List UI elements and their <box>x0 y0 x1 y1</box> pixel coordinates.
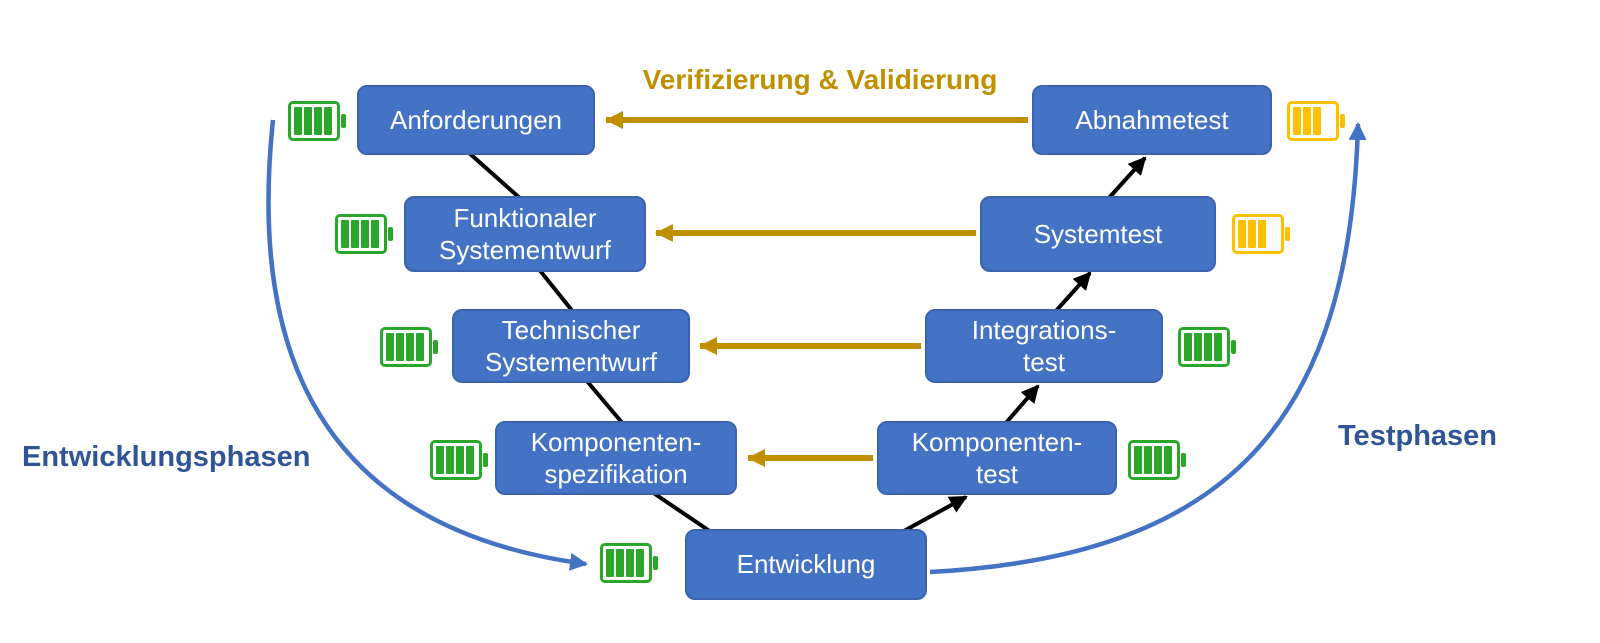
battery-bar <box>1144 446 1152 474</box>
battery-bar <box>1154 446 1162 474</box>
battery-bar <box>396 333 404 361</box>
battery-full-icon <box>1178 327 1230 367</box>
battery-bar <box>416 333 424 361</box>
battery-full-icon <box>1128 440 1180 480</box>
testphasen-curve-arrow <box>929 122 1367 575</box>
battery-bar <box>616 549 624 577</box>
entwicklungsphasen-label: Entwicklungsphasen <box>22 441 311 473</box>
arrow-systemtest-to-abnahmetest <box>1106 156 1147 201</box>
test-flow-arrows <box>901 156 1147 534</box>
testphasen-label: Testphasen <box>1338 420 1498 452</box>
arrow-komponententest-to-integrationstest <box>1003 384 1040 426</box>
battery-bar <box>1238 220 1246 248</box>
arrow-entwicklung-to-komponententest <box>901 495 968 534</box>
node-systemtest: Systemtest <box>980 196 1216 272</box>
node-funktionaler-systementwurf: Funktionaler Systementwurf <box>404 196 646 272</box>
battery-partial-icon <box>1232 214 1284 254</box>
battery-bar <box>314 107 322 135</box>
battery-bar <box>371 220 379 248</box>
battery-bar <box>436 446 444 474</box>
node-anforderungen: Anforderungen <box>357 85 595 155</box>
battery-bar <box>1248 220 1256 248</box>
phase-curves <box>266 119 1367 575</box>
battery-bar <box>1214 333 1222 361</box>
arrow-integrationstest-to-systemtest <box>1053 271 1092 314</box>
battery-bar <box>1184 333 1192 361</box>
verification-validation-title: Verifizierung & Validierung <box>642 64 998 95</box>
battery-bar <box>606 549 614 577</box>
battery-bar <box>1134 446 1142 474</box>
battery-full-icon <box>430 440 482 480</box>
battery-full-icon <box>380 327 432 367</box>
battery-bar <box>304 107 312 135</box>
battery-bar <box>456 446 464 474</box>
development-flow-lines <box>466 150 716 536</box>
battery-bar <box>466 446 474 474</box>
node-abnahmetest: Abnahmetest <box>1032 85 1272 155</box>
node-entwicklung: Entwicklung <box>685 529 927 600</box>
line-funktionaler-to-technischer <box>536 266 576 315</box>
battery-bar <box>351 220 359 248</box>
battery-bar <box>1293 107 1301 135</box>
battery-full-icon <box>600 543 652 583</box>
battery-bar <box>446 446 454 474</box>
node-integrationstest: Integrations- test <box>925 309 1163 383</box>
battery-bar <box>1313 107 1321 135</box>
battery-bar <box>626 549 634 577</box>
battery-bar <box>406 333 414 361</box>
line-anforderungen-to-funktionaler <box>466 150 524 202</box>
battery-full-icon <box>335 214 387 254</box>
battery-bar <box>1303 107 1311 135</box>
battery-bar <box>1164 446 1172 474</box>
line-technischer-to-spezifikation <box>584 378 626 427</box>
battery-bar <box>1194 333 1202 361</box>
entwicklungsphasen-curve-arrow <box>266 119 588 571</box>
battery-bar <box>324 107 332 135</box>
battery-bar <box>386 333 394 361</box>
battery-bar <box>1258 220 1266 248</box>
battery-bar <box>294 107 302 135</box>
battery-bar <box>1204 333 1212 361</box>
node-komponententest: Komponenten- test <box>877 421 1117 495</box>
verification-arrows <box>605 111 1028 467</box>
battery-bar <box>636 549 644 577</box>
battery-bar <box>361 220 369 248</box>
battery-partial-icon <box>1287 101 1339 141</box>
line-spezifikation-to-entwicklung <box>650 490 716 536</box>
battery-full-icon <box>288 101 340 141</box>
node-technischer-systementwurf: Technischer Systementwurf <box>452 309 690 383</box>
battery-bar <box>341 220 349 248</box>
node-komponenten-spezifikation: Komponenten- spezifikation <box>495 421 737 495</box>
